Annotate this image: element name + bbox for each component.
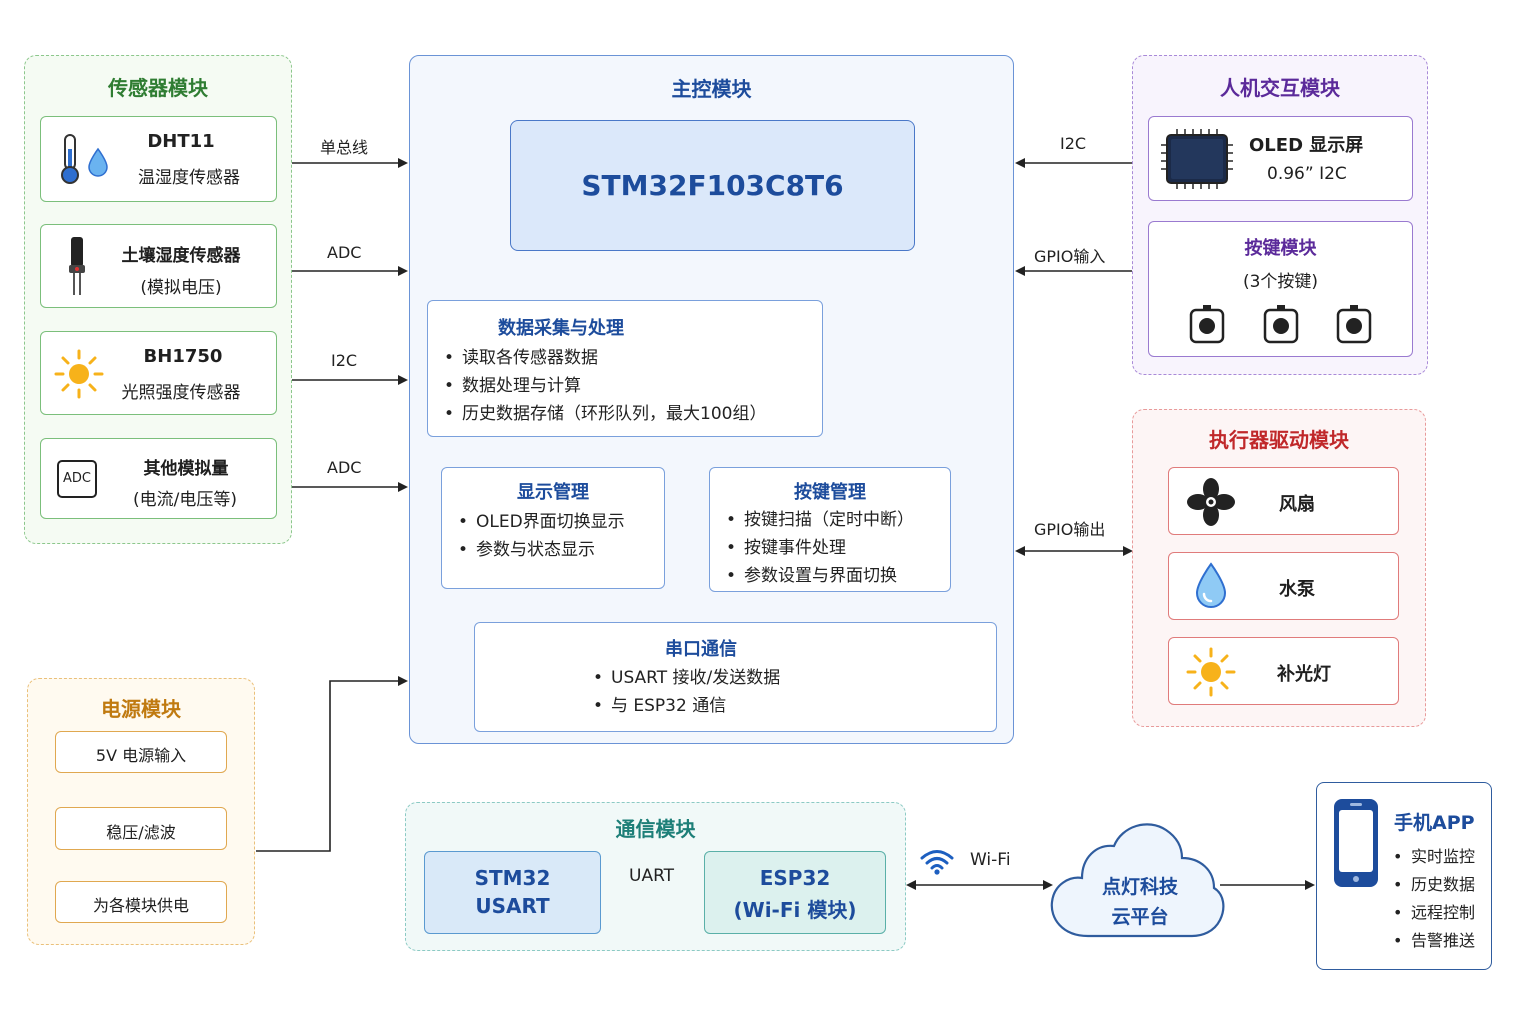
- bus-label-gpio-in: GPIO输入: [1034, 247, 1106, 266]
- actuator-name-fan: 风扇: [1279, 494, 1315, 515]
- adc-icon: ADC: [57, 460, 97, 498]
- sensor-card-soil: 土壤湿度传感器 (模拟电压): [40, 224, 277, 308]
- sun-icon: [1186, 647, 1236, 697]
- power-step-label: 5V 电源输入: [95, 746, 187, 765]
- sensor-module-title: 传感器模块: [108, 76, 208, 100]
- display-mgmt-item: 参数与状态显示: [456, 536, 625, 564]
- actuator-module-title: 执行器驱动模块: [1209, 428, 1349, 452]
- power-module-title: 电源模块: [101, 697, 181, 721]
- power-step-label: 为各模块供电: [92, 896, 189, 915]
- uart-label: UART: [629, 866, 675, 886]
- data-proc-item: 读取各传感器数据: [442, 344, 766, 372]
- bus-label-adc: ADC: [327, 458, 362, 477]
- data-proc-box: 数据采集与处理 读取各传感器数据 数据处理与计算 历史数据存储（环形队列，最大1…: [427, 300, 823, 437]
- actuator-card-pump: 水泵: [1168, 552, 1399, 620]
- data-proc-list: 读取各传感器数据 数据处理与计算 历史数据存储（环形队列，最大100组）: [442, 344, 766, 428]
- app-feature-item: 远程控制: [1391, 899, 1475, 927]
- comm-esp32-box: ESP32 (Wi-Fi 模块): [704, 851, 886, 934]
- keys-name: 按键模块: [1244, 238, 1317, 259]
- key-mgmt-item: 参数设置与界面切换: [724, 562, 914, 590]
- power-step-label: 稳压/滤波: [106, 823, 176, 842]
- hmi-module-title: 人机交互模块: [1220, 76, 1340, 100]
- mcu-name: STM32F103C8T6: [581, 169, 844, 202]
- sensor-name-dht11: DHT11: [147, 131, 215, 152]
- app-title: 手机APP: [1394, 812, 1475, 834]
- sensor-card-dht11: DHT11 温湿度传感器: [40, 116, 277, 202]
- display-mgmt-list: OLED界面切换显示 参数与状态显示: [456, 508, 625, 564]
- serial-comm-item: 与 ESP32 通信: [591, 692, 780, 720]
- power-step-regulate: 稳压/滤波: [55, 807, 227, 850]
- actuator-card-light: 补光灯: [1168, 637, 1399, 705]
- keys-spec: (3个按键): [1242, 272, 1319, 292]
- serial-comm-box: 串口通信 USART 接收/发送数据 与 ESP32 通信: [474, 622, 997, 732]
- comm-module-title: 通信模块: [615, 817, 696, 841]
- thermometer-droplet-icon: [61, 134, 108, 184]
- key-mgmt-list: 按键扫描（定时中断） 按键事件处理 参数设置与界面切换: [724, 506, 914, 590]
- water-drop-icon: [1195, 562, 1227, 608]
- chip-display-icon: [1161, 129, 1233, 189]
- sensor-card-bh1750: BH1750 光照强度传感器: [40, 331, 277, 415]
- data-proc-item: 数据处理与计算: [442, 372, 766, 400]
- sensor-desc-soil: (模拟电压): [140, 278, 222, 298]
- arrow-power-main: [256, 676, 408, 852]
- oled-spec: 0.96” I2C: [1267, 164, 1347, 184]
- bus-label-dht11: 单总线: [320, 138, 369, 157]
- button-icon: [1189, 305, 1225, 344]
- sensor-desc-bh1750: 光照强度传感器: [121, 383, 241, 403]
- display-mgmt-title: 显示管理: [517, 482, 589, 503]
- bus-label-soil: ADC: [327, 243, 362, 262]
- wifi-label: Wi-Fi: [970, 850, 1011, 870]
- app-card: 手机APP 实时监控 历史数据 远程控制 告警推送: [1316, 782, 1492, 970]
- serial-comm-title: 串口通信: [665, 639, 737, 660]
- actuator-name-pump: 水泵: [1279, 579, 1315, 600]
- comm-stm32-box: STM32 USART: [424, 851, 601, 934]
- oled-name: OLED 显示屏: [1249, 135, 1364, 156]
- actuator-card-fan: 风扇: [1168, 467, 1399, 535]
- serial-comm-item: USART 接收/发送数据: [591, 664, 780, 692]
- sensor-card-adc: ADC 其他模拟量 (电流/电压等): [40, 438, 277, 519]
- power-step-supply: 为各模块供电: [55, 881, 227, 923]
- phone-icon: [1334, 799, 1378, 887]
- sensor-name-adc: 其他模拟量: [143, 459, 229, 479]
- comm-esp32-line1: ESP32: [759, 866, 831, 890]
- bus-label-bh1750: I2C: [331, 351, 358, 370]
- cloud-line1: 点灯科技: [1101, 876, 1178, 898]
- bus-label-gpio-out: GPIO输出: [1034, 520, 1106, 539]
- app-feature-item: 告警推送: [1391, 927, 1475, 955]
- app-feature-item: 实时监控: [1391, 843, 1475, 871]
- key-mgmt-title: 按键管理: [794, 482, 866, 503]
- key-mgmt-box: 按键管理 按键扫描（定时中断） 按键事件处理 参数设置与界面切换: [709, 467, 951, 592]
- power-step-input: 5V 电源输入: [55, 731, 227, 773]
- sensor-desc-dht11: 温湿度传感器: [138, 168, 240, 188]
- sun-icon: [54, 349, 104, 399]
- sensor-desc-adc: (电流/电压等): [133, 490, 237, 510]
- cloud-line2: 云平台: [1111, 906, 1169, 928]
- comm-stm32-line2: USART: [475, 894, 550, 918]
- keys-card: 按键模块 (3个按键): [1148, 221, 1413, 357]
- display-mgmt-box: 显示管理 OLED界面切换显示 参数与状态显示: [441, 467, 665, 589]
- mcu-chip-box: STM32F103C8T6: [510, 120, 915, 251]
- app-feature-item: 历史数据: [1391, 871, 1475, 899]
- key-mgmt-item: 按键扫描（定时中断）: [724, 506, 914, 534]
- cloud-icon: [1050, 823, 1225, 938]
- sensor-name-bh1750: BH1750: [143, 346, 223, 367]
- serial-comm-list: USART 接收/发送数据 与 ESP32 通信: [591, 664, 780, 720]
- comm-stm32-line1: STM32: [474, 866, 551, 890]
- actuator-name-light: 补光灯: [1277, 664, 1331, 685]
- wifi-icon: [920, 850, 954, 875]
- app-feature-list: 实时监控 历史数据 远程控制 告警推送: [1391, 843, 1475, 955]
- soil-probe-icon: [69, 237, 85, 295]
- display-mgmt-item: OLED界面切换显示: [456, 508, 625, 536]
- button-icon: [1263, 305, 1299, 344]
- data-proc-title: 数据采集与处理: [498, 318, 624, 339]
- oled-card: OLED 显示屏 0.96” I2C: [1148, 116, 1413, 201]
- main-control-title: 主控模块: [671, 77, 752, 101]
- comm-esp32-line2: (Wi-Fi 模块): [733, 898, 857, 922]
- key-mgmt-item: 按键事件处理: [724, 534, 914, 562]
- bus-label-oled: I2C: [1060, 134, 1087, 153]
- data-proc-item: 历史数据存储（环形队列，最大100组）: [442, 400, 766, 428]
- fan-icon: [1187, 478, 1235, 526]
- button-icon: [1336, 305, 1372, 344]
- sensor-name-soil: 土壤湿度传感器: [121, 246, 241, 266]
